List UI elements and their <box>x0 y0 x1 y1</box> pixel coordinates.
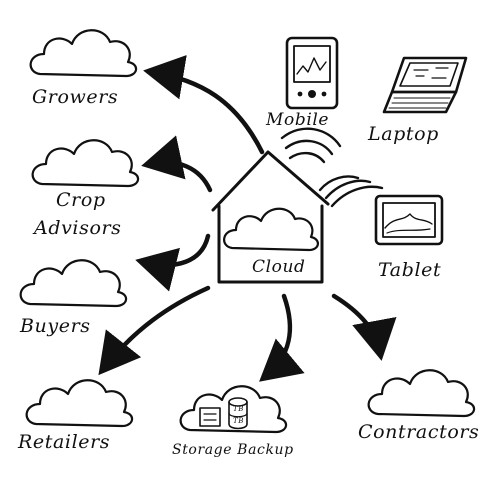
mobile-device-icon <box>285 36 339 110</box>
contractors-cloud <box>367 369 476 418</box>
label-cloud: Cloud <box>252 257 306 277</box>
label-mobile: Mobile <box>265 110 329 130</box>
buyers-cloud <box>19 259 128 308</box>
arrow-to-retailers <box>98 285 211 376</box>
cloud-house <box>211 150 330 284</box>
arrow-to-buyers <box>135 233 211 292</box>
label-buyers: Buyers <box>19 315 91 337</box>
arrow-to-storage <box>259 293 305 382</box>
growers-cloud <box>29 29 138 78</box>
laptop-device-icon <box>382 56 468 114</box>
tablet-device-icon <box>374 194 444 246</box>
retailers-cloud <box>25 379 134 428</box>
arrow-to-contractors <box>331 293 397 361</box>
label-crop: Crop <box>56 189 106 211</box>
wireless-signal-icon <box>280 127 384 208</box>
label-storage-backup: Storage Backup <box>172 442 294 458</box>
drive-label-2: TB <box>233 417 244 425</box>
storage-drives-icon: TB TB <box>199 397 248 430</box>
drive-label-1: TB <box>233 405 244 413</box>
arrow-to-crop-advisors <box>141 135 213 193</box>
label-growers: Growers <box>32 86 118 108</box>
label-laptop: Laptop <box>367 123 439 145</box>
label-retailers: Retailers <box>17 431 110 453</box>
crop-advisors-cloud <box>31 139 140 188</box>
label-contractors: Contractors <box>358 421 479 443</box>
label-advisors: Advisors <box>32 217 122 239</box>
label-tablet: Tablet <box>378 259 441 281</box>
cloud-hub-icon <box>223 207 319 252</box>
arrow-to-growers <box>143 54 265 155</box>
